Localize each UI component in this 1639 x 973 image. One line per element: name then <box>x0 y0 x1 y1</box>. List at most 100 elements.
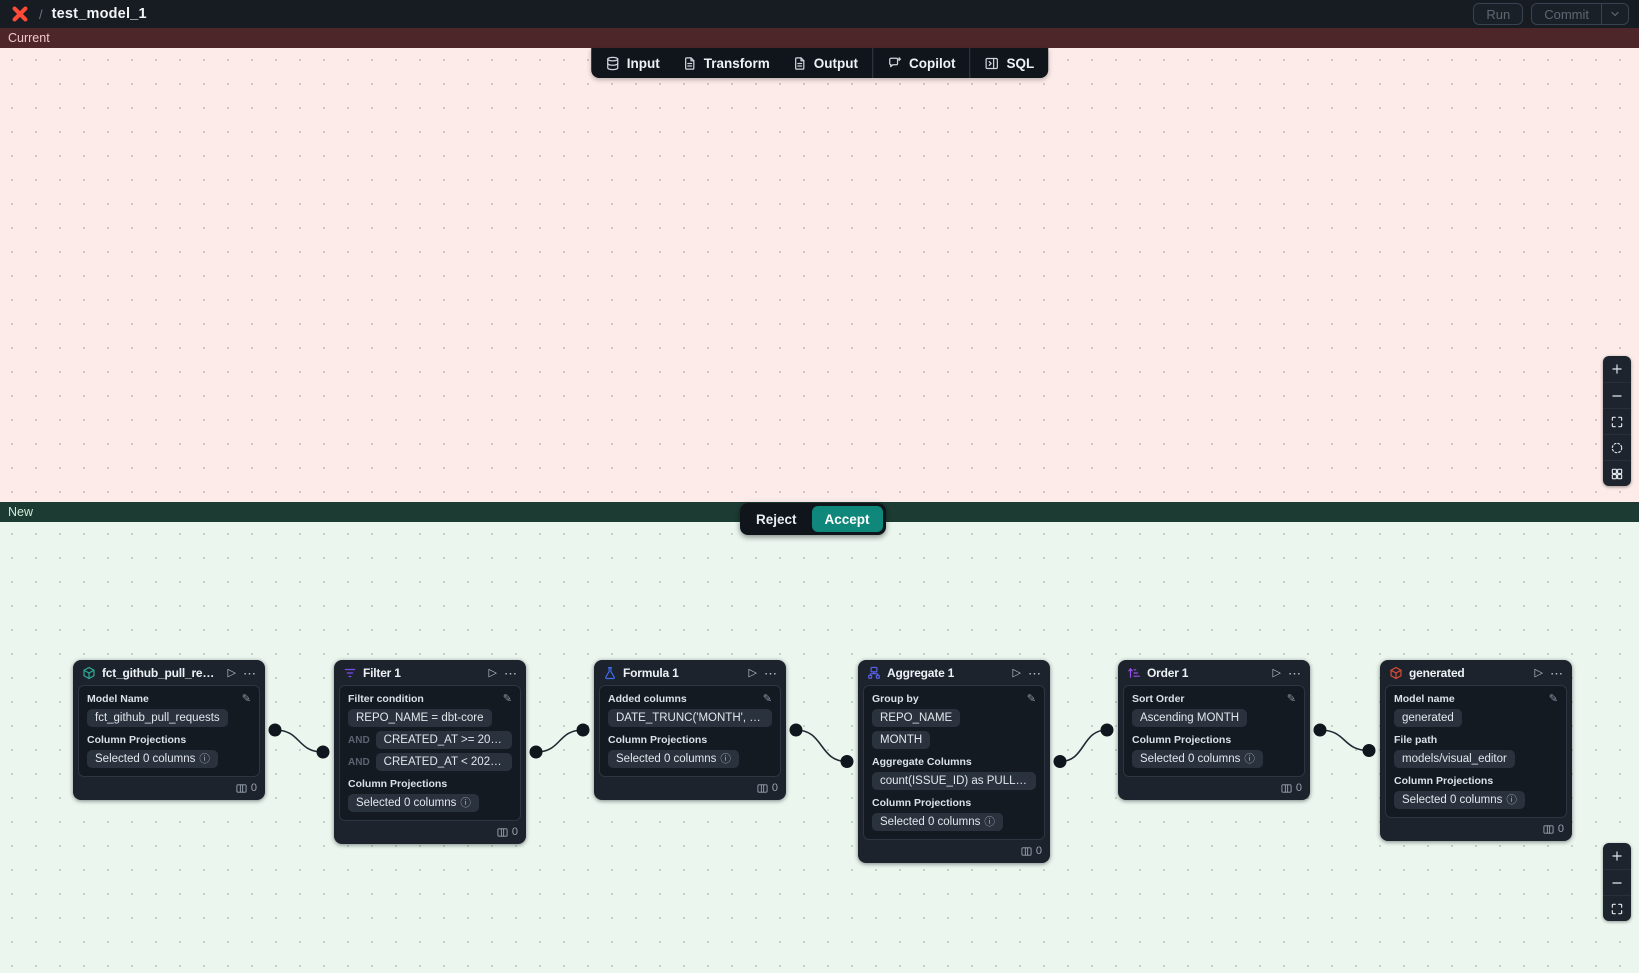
more-menu-icon[interactable]: ⋯ <box>243 665 256 681</box>
run-button[interactable]: Run <box>1473 3 1524 25</box>
pill-text: Selected 0 columns <box>356 797 457 809</box>
current-canvas-controls <box>1603 356 1631 486</box>
pill-row: Ascending MONTH <box>1132 709 1296 727</box>
document-icon <box>682 56 697 71</box>
field-label: Column Projections <box>1132 734 1232 746</box>
node-header: generated▷⋯ <box>1380 660 1572 685</box>
dbt-logo[interactable] <box>10 4 30 24</box>
zoom-in-button[interactable] <box>1603 843 1631 869</box>
more-menu-icon[interactable]: ⋯ <box>764 665 777 681</box>
zoom-in-button[interactable] <box>1603 356 1631 382</box>
more-menu-icon[interactable]: ⋯ <box>1028 665 1041 681</box>
node-field: Model name generated <box>1394 693 1558 727</box>
row-count: 0 <box>1295 782 1302 794</box>
info-icon[interactable]: ⓘ <box>1506 793 1517 806</box>
info-icon[interactable]: ⓘ <box>720 752 731 765</box>
current-canvas[interactable] <box>0 48 1639 502</box>
toolbar-item-input[interactable]: Input <box>594 48 671 78</box>
fit-view-button[interactable] <box>1603 408 1631 434</box>
more-menu-icon[interactable]: ⋯ <box>1550 665 1563 681</box>
nav-actions: Run Commit <box>1473 3 1629 25</box>
minimap-button[interactable] <box>1603 460 1631 486</box>
field-label: Column Projections <box>872 797 972 809</box>
toolbar-item-transform[interactable]: Transform <box>671 48 781 78</box>
breadcrumb-separator: / <box>39 6 43 22</box>
value-pill: generated <box>1394 709 1462 727</box>
toolbar-item-copilot[interactable]: Copilot <box>876 48 967 78</box>
info-icon[interactable]: ⓘ <box>1244 752 1255 765</box>
play-icon[interactable]: ▷ <box>1272 666 1281 679</box>
top-nav: / test_model_1 Run Commit <box>0 0 1639 28</box>
field-label: Model name <box>1394 693 1455 705</box>
node-footer: 0 <box>73 777 265 800</box>
zoom-out-button[interactable] <box>1603 382 1631 408</box>
fit-view-button[interactable] <box>1603 895 1631 921</box>
node-footer: 0 <box>858 840 1050 863</box>
play-icon[interactable]: ▷ <box>1012 666 1021 679</box>
edit-pencil-icon[interactable]: ✎ <box>1286 693 1296 705</box>
info-icon[interactable]: ⓘ <box>460 796 471 809</box>
more-menu-icon[interactable]: ⋯ <box>504 665 517 681</box>
commit-caret-button[interactable] <box>1601 4 1628 24</box>
play-icon[interactable]: ▷ <box>227 666 236 679</box>
node-header: Aggregate 1▷⋯ <box>858 660 1050 685</box>
info-icon[interactable]: ⓘ <box>984 815 995 828</box>
node-source[interactable]: fct_github_pull_requests▷⋯✎Model Namefct… <box>73 660 265 800</box>
toolbar-item-output[interactable]: Output <box>781 48 869 78</box>
more-menu-icon[interactable]: ⋯ <box>1288 665 1301 681</box>
play-icon[interactable]: ▷ <box>748 666 757 679</box>
commit-button[interactable]: Commit <box>1531 3 1629 25</box>
zoom-out-button[interactable] <box>1603 869 1631 895</box>
commit-label[interactable]: Commit <box>1544 6 1589 22</box>
info-icon[interactable]: ⓘ <box>199 752 210 765</box>
node-title: fct_github_pull_requests <box>102 666 222 680</box>
pill-row: REPO_NAME = dbt-core <box>348 709 512 727</box>
node-title: Formula 1 <box>623 666 679 680</box>
node-header: Filter 1▷⋯ <box>334 660 526 685</box>
node-header: fct_github_pull_requests ▷ ⋯ <box>73 660 265 685</box>
database-icon <box>605 56 620 71</box>
reject-button[interactable]: Reject <box>756 511 797 527</box>
row-count: 0 <box>511 826 518 838</box>
play-icon[interactable]: ▷ <box>488 666 497 679</box>
toolbar-item-label: Copilot <box>909 55 956 71</box>
value-pill: REPO_NAME <box>872 709 961 727</box>
zoom-out-icon <box>1610 389 1624 403</box>
value-pill: fct_github_pull_requests <box>87 709 228 727</box>
columns-icon <box>757 783 768 794</box>
zoom-in-icon <box>1610 849 1624 863</box>
edit-pencil-icon[interactable]: ✎ <box>241 693 251 705</box>
edit-pencil-icon[interactable]: ✎ <box>1026 693 1036 705</box>
node-title: Order 1 <box>1147 666 1189 680</box>
accept-button[interactable]: Accept <box>811 506 883 532</box>
pill-text: Selected 0 columns <box>1140 753 1241 765</box>
toolbar-item-sql[interactable]: SQL <box>974 48 1046 78</box>
pill-row: DATE_TRUNC('MONTH', CREATED_AT… <box>608 709 772 727</box>
edit-pencil-icon[interactable]: ✎ <box>762 693 772 705</box>
interactive-button[interactable] <box>1603 434 1631 460</box>
columns-icon <box>236 783 247 794</box>
pill-text: models/visual_editor <box>1402 753 1507 765</box>
field-label: File path <box>1394 734 1438 746</box>
field-label: Column Projections <box>608 734 708 746</box>
edit-pencil-icon[interactable]: ✎ <box>1548 693 1558 705</box>
edit-pencil-icon[interactable]: ✎ <box>502 693 512 705</box>
node-footer: 0 <box>334 821 526 844</box>
play-icon[interactable]: ▷ <box>1534 666 1543 679</box>
